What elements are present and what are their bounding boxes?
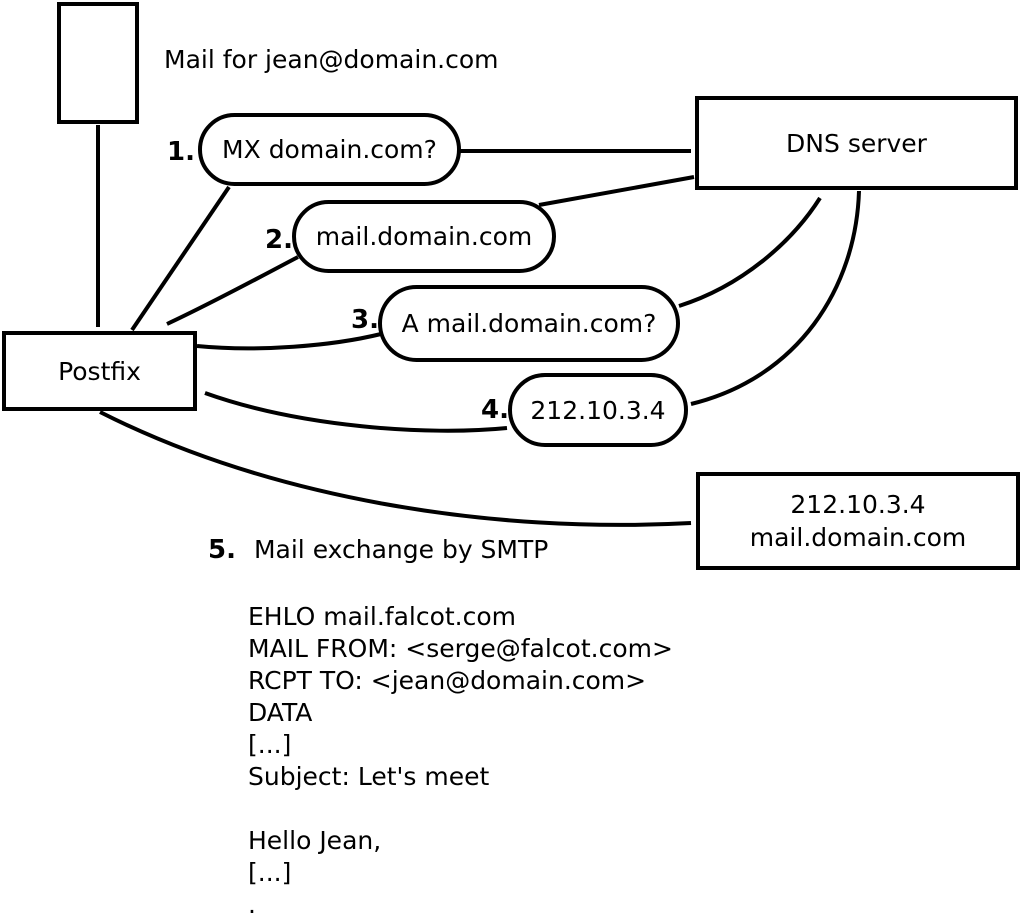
caption-mail-for: Mail for jean@domain.com — [164, 45, 499, 74]
arrow-smtp-exchange — [99, 410, 692, 527]
arrow-reply4-from-dns — [690, 190, 861, 406]
step-number-4: 4. — [481, 395, 509, 425]
arrow-reply4-to-postfix — [204, 391, 508, 433]
query-pill-a-record: A mail.domain.com? — [378, 285, 680, 362]
smtp-session-text: EHLO mail.falcot.com MAIL FROM: <serge@f… — [248, 602, 673, 919]
arrow-reply2-to-postfix — [166, 255, 299, 326]
query-pill-a-record-label: A mail.domain.com? — [401, 309, 657, 338]
step-number-3: 3. — [351, 305, 379, 335]
postfix-node: Postfix — [2, 331, 197, 411]
step5-caption: 5. Mail exchange by SMTP — [208, 535, 548, 565]
arrow-query3-from-postfix — [196, 332, 382, 351]
step-number-5: 5. — [208, 535, 236, 565]
mail-host-ip: 212.10.3.4 — [790, 490, 926, 519]
reply-pill-mailhost-label: mail.domain.com — [315, 222, 533, 251]
reply-pill-ip: 212.10.3.4 — [508, 373, 688, 447]
dns-server-node: DNS server — [695, 96, 1018, 190]
step5-label: Mail exchange by SMTP — [253, 535, 549, 564]
query-pill-mx: MX domain.com? — [198, 113, 461, 186]
step-number-2: 2. — [265, 225, 293, 255]
mail-message-box — [57, 2, 139, 124]
reply-pill-mailhost: mail.domain.com — [292, 200, 556, 273]
reply-pill-ip-label: 212.10.3.4 — [530, 395, 666, 425]
mail-host-node: 212.10.3.4 mail.domain.com — [696, 472, 1020, 570]
mail-host-name: mail.domain.com — [749, 523, 967, 552]
arrow-query1-from-postfix — [130, 185, 231, 332]
step-number-1: 1. — [167, 137, 195, 167]
arrow-query3-to-dns — [678, 196, 822, 308]
query-pill-mx-label: MX domain.com? — [222, 135, 437, 164]
arrow-reply2-from-dns — [538, 175, 695, 207]
